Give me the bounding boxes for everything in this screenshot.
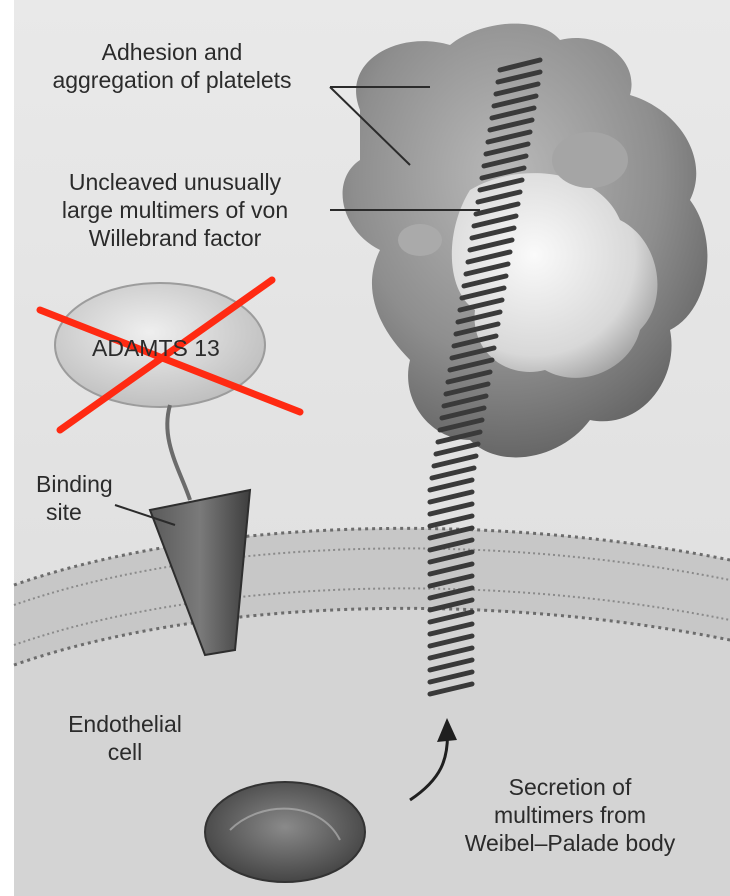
label-adhesion-line2: aggregation of platelets [22, 66, 322, 94]
label-binding-line1: Binding [36, 470, 113, 498]
label-binding-line2: site [36, 498, 113, 526]
label-secretion: Secretion of multimers from Weibel–Palad… [430, 773, 710, 857]
left-margin-strip [0, 0, 14, 896]
label-uncleaved-line1: Uncleaved unusually [30, 168, 320, 196]
label-uncleaved-line3: Willebrand factor [30, 224, 320, 252]
label-secretion-line1: Secretion of [430, 773, 710, 801]
label-binding-site: Binding site [36, 470, 113, 526]
label-endothelial-line1: Endothelial [50, 710, 200, 738]
label-uncleaved: Uncleaved unusually large multimers of v… [30, 168, 320, 252]
label-adamts13: ADAMTS 13 [92, 335, 220, 362]
label-endothelial-line2: cell [50, 738, 200, 766]
label-secretion-line2: multimers from [430, 801, 710, 829]
label-uncleaved-line2: large multimers of von [30, 196, 320, 224]
weibel-palade-body [205, 782, 365, 882]
label-adhesion: Adhesion and aggregation of platelets [22, 38, 322, 94]
label-endothelial-cell: Endothelial cell [50, 710, 200, 766]
label-adhesion-line1: Adhesion and [22, 38, 322, 66]
label-secretion-line3: Weibel–Palade body [430, 829, 710, 857]
